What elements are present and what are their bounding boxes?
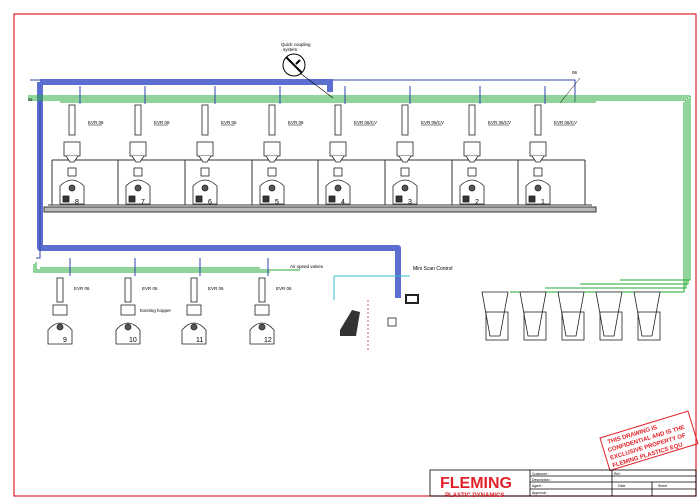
machine-number: 4 <box>341 199 345 206</box>
blue-branch-lines-top <box>79 86 546 104</box>
evr-label: EVR 06 <box>276 286 292 291</box>
green-material-lines-bottom <box>33 262 300 273</box>
machine-number: 5 <box>275 199 279 206</box>
title-date: Date <box>618 484 625 488</box>
top-receivers <box>63 104 547 163</box>
title-field: Agent : <box>532 484 543 488</box>
evr-label: EVR 06/CV <box>554 120 577 125</box>
evr-label: EVR 06/CV <box>354 120 377 125</box>
drawing-border <box>13 13 697 497</box>
confidential-stamp: THIS DRAWING IS CONFIDENTIAL AND IS THE … <box>599 410 699 472</box>
title-block <box>429 469 697 497</box>
evr-label: EVR 06 <box>88 120 104 125</box>
machine-number: 3 <box>408 199 412 206</box>
machine-number: 11 <box>196 337 203 344</box>
mini-scan-unit <box>333 275 419 350</box>
fleming-logo-sub: PLASTIC DYNAMICS <box>445 493 504 499</box>
title-field: Customer : <box>532 472 549 476</box>
quick-coupling-label: Quick coupling <box>281 42 311 47</box>
evr-label: EVR 06/CV <box>488 120 511 125</box>
fleming-logo: FLEMING <box>440 475 512 492</box>
evr-label: EVR 06 <box>221 120 237 125</box>
machine-number: 12 <box>264 337 272 344</box>
evr-label: EVR 06 <box>74 286 90 291</box>
air-speed-valves-label: Air speed valves <box>290 264 324 269</box>
evr-label: EVR 06 <box>142 286 158 291</box>
evr-label: EVR 06 <box>208 286 224 291</box>
line-tag: 06 <box>572 70 578 75</box>
top-platform <box>43 159 597 213</box>
mini-scan-label: Mini Scan Control <box>413 266 452 272</box>
line-tag: 06 <box>28 97 33 102</box>
storage-bins <box>481 291 661 341</box>
evr-label: EVR 06/CV <box>421 120 444 125</box>
blue-branch-lines-bottom <box>69 258 269 276</box>
machine-number: 7 <box>141 199 145 206</box>
title-field: Description : <box>532 478 551 482</box>
quick-coupling-icon <box>282 53 334 99</box>
title-sheet: Sheet <box>658 484 667 488</box>
title-ref: Ref : <box>614 472 621 476</box>
evr-label: EVR 06 <box>154 120 170 125</box>
machine-number: 10 <box>129 337 137 344</box>
bottom-receivers <box>52 277 270 316</box>
quick-coupling-label: system <box>283 47 298 52</box>
top-machines <box>59 167 551 205</box>
evr-label: EVR 06 <box>288 120 304 125</box>
blue-vacuum-line <box>30 79 576 298</box>
machine-number: 9 <box>63 337 67 344</box>
machine-number: 2 <box>475 199 479 206</box>
machine-number: 1 <box>541 199 545 206</box>
existing-hopper-label: Existing hopper <box>140 308 172 313</box>
bottom-machines <box>47 322 275 345</box>
green-material-lines-top <box>28 95 691 293</box>
machine-number: 8 <box>75 199 79 206</box>
machine-number: 6 <box>208 199 212 206</box>
title-field: Approval : <box>532 491 548 495</box>
